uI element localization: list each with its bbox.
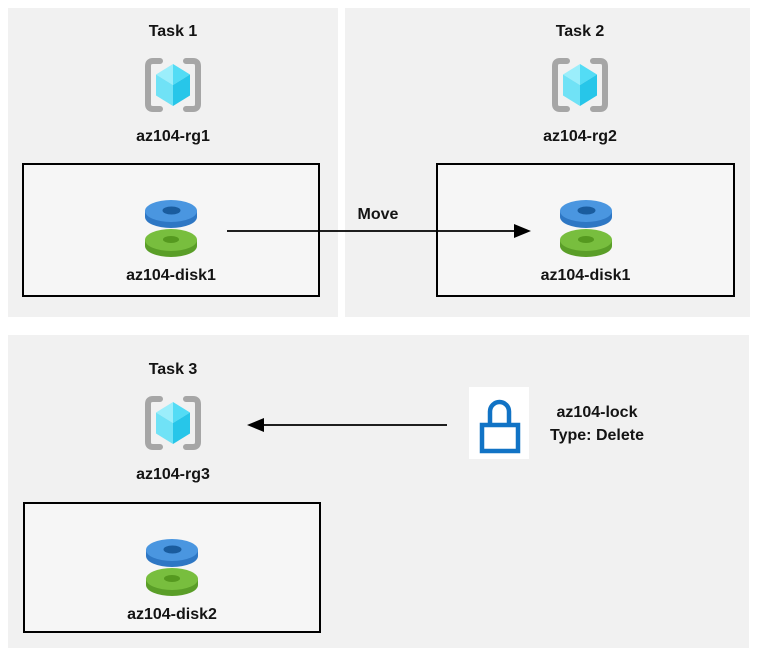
task3-disk-box: az104-disk2	[23, 502, 321, 633]
task3-rg-stack: Task 3 az104-rg3	[8, 360, 338, 484]
task1-disk-box: az104-disk1	[22, 163, 320, 297]
task1-title: Task 1	[148, 23, 198, 40]
lock-icon-glyph	[479, 399, 521, 454]
task1-disk-label: az104-disk1	[126, 267, 216, 284]
task2-disk-box: az104-disk1	[436, 163, 735, 297]
resource-group-icon	[145, 396, 201, 450]
task3-resource-group-label: az104-rg3	[136, 466, 210, 483]
task3-title: Task 3	[148, 361, 198, 378]
lock-name: az104-lock	[556, 404, 638, 421]
task2-panel: Task 2 az104-rg2 az104-d	[345, 8, 750, 317]
disk-icon	[145, 200, 197, 257]
lock-type: Type: Delete	[550, 427, 644, 444]
task2-rg-stack: Task 2 az104-rg2	[415, 22, 745, 146]
disk-icon	[146, 539, 198, 596]
task2-title: Task 2	[555, 23, 605, 40]
lock-icon	[469, 387, 529, 459]
task1-rg-stack: Task 1 az104-rg1	[8, 22, 338, 146]
task2-resource-group-label: az104-rg2	[543, 128, 617, 145]
disk-icon	[559, 200, 612, 257]
lock-annotation: az104-lock Type: Delete	[533, 401, 661, 447]
resource-group-icon	[145, 58, 201, 112]
resource-group-icon	[552, 58, 608, 112]
move-arrow-label: Move	[357, 206, 399, 223]
task3-disk-label: az104-disk2	[127, 606, 217, 623]
task3-panel: Task 3 az104-rg3 az104-d	[8, 335, 749, 648]
task2-disk-label: az104-disk1	[540, 267, 631, 284]
task1-panel: Task 1 az104-rg1 az104-d	[8, 8, 338, 317]
task1-resource-group-label: az104-rg1	[136, 128, 210, 145]
